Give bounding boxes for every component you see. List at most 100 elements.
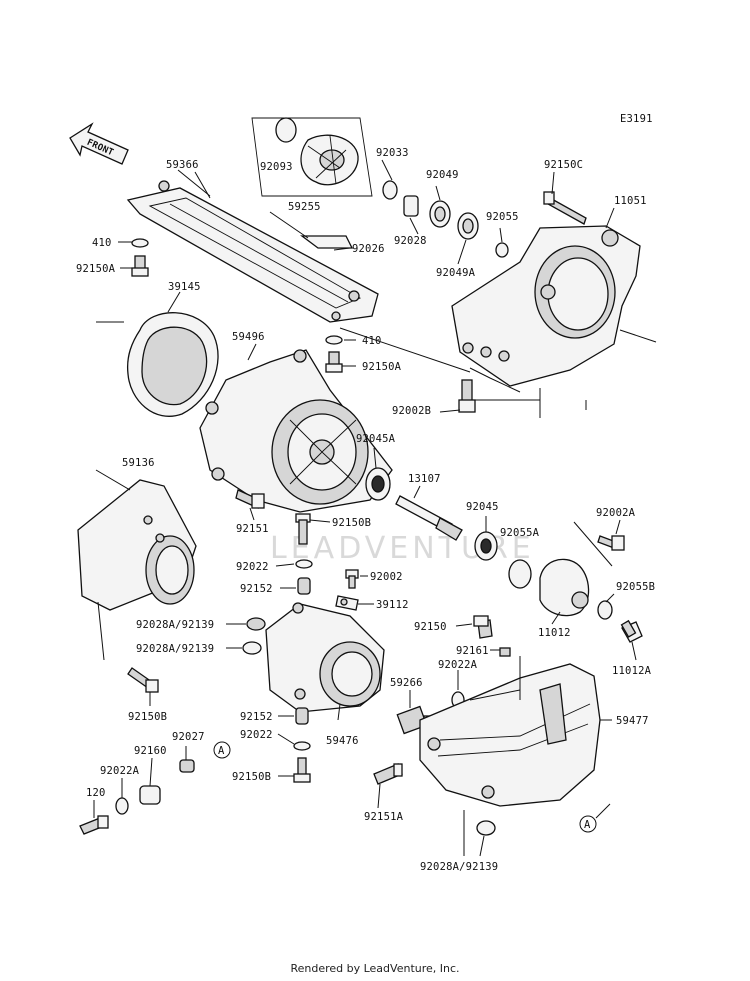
bolt-92002A bbox=[597, 535, 625, 551]
label-59255: 59255 bbox=[288, 201, 321, 213]
bushing-92027 bbox=[179, 759, 195, 773]
bolt-92150A-top bbox=[131, 255, 149, 277]
label-92160: 92160 bbox=[134, 745, 167, 757]
label-59136: 59136 bbox=[122, 457, 155, 469]
plug-11012A bbox=[620, 619, 643, 643]
label-92150B-left: 92150B bbox=[128, 711, 167, 723]
washer-92028A-bottom bbox=[476, 820, 496, 836]
label-92055: 92055 bbox=[486, 211, 519, 223]
label-92028A-92139-a: 92028A/92139 bbox=[136, 619, 214, 631]
label-92002: 92002 bbox=[370, 571, 403, 583]
o-ring-92055B bbox=[597, 600, 613, 620]
label-13107: 13107 bbox=[408, 473, 441, 485]
svg-text:A: A bbox=[584, 819, 591, 831]
bolt-92150B-upper bbox=[295, 513, 311, 545]
bearing-92045 bbox=[474, 531, 498, 561]
label-92055B: 92055B bbox=[616, 581, 655, 593]
callout-a-right: A bbox=[579, 815, 597, 833]
pump-cover-plate bbox=[126, 180, 379, 323]
label-120: 120 bbox=[86, 787, 106, 799]
pump-bracket-11051 bbox=[451, 225, 641, 387]
footer-credit: Rendered by LeadVenture, Inc. bbox=[290, 962, 460, 975]
label-92150A-top: 92150A bbox=[76, 263, 116, 275]
bolt-120 bbox=[79, 815, 109, 835]
o-ring-92055 bbox=[495, 242, 509, 258]
bearing-92045A bbox=[365, 467, 391, 501]
label-92022-upper: 92022 bbox=[236, 561, 269, 573]
label-11012A: 11012A bbox=[612, 665, 652, 677]
label-59477: 59477 bbox=[616, 715, 649, 727]
label-92028A-92139-b: 92028A/92139 bbox=[136, 643, 214, 655]
bolt-92150C bbox=[543, 191, 587, 225]
label-92049: 92049 bbox=[426, 169, 459, 181]
bolt-92151A bbox=[373, 763, 403, 785]
label-92033: 92033 bbox=[376, 147, 409, 159]
front-arrow-icon: FRONT bbox=[69, 122, 129, 165]
collar-92028 bbox=[403, 195, 419, 217]
part-labels: 59366 410 92150A 92093 59255 92026 92033… bbox=[76, 147, 655, 873]
label-92002A: 92002A bbox=[596, 507, 636, 519]
label-92093: 92093 bbox=[260, 161, 293, 173]
label-92151: 92151 bbox=[236, 523, 269, 535]
washer-410-mid bbox=[325, 335, 343, 345]
diagram-code: E3191 bbox=[620, 113, 653, 125]
cap-11012 bbox=[539, 558, 590, 617]
label-92027: 92027 bbox=[172, 731, 205, 743]
bolt-92161 bbox=[499, 647, 511, 657]
snap-ring-92033 bbox=[382, 180, 398, 200]
bolt-92002 bbox=[345, 569, 359, 589]
ring-39145 bbox=[126, 312, 219, 417]
washer-410-top bbox=[131, 238, 149, 248]
impeller-inset bbox=[251, 117, 373, 197]
label-92045: 92045 bbox=[466, 501, 499, 513]
label-59496: 59496 bbox=[232, 331, 265, 343]
bolt-92002B bbox=[458, 379, 476, 413]
bolt-92150A-mid bbox=[325, 351, 343, 373]
pump-case-59496 bbox=[199, 349, 393, 513]
leader-lines bbox=[93, 159, 637, 857]
clip-39112 bbox=[335, 595, 359, 611]
label-92028A-92139-c: 92028A/92139 bbox=[420, 861, 498, 873]
svg-text:A: A bbox=[218, 745, 225, 757]
bolt-92150B-lower bbox=[293, 757, 311, 783]
label-39112: 39112 bbox=[376, 599, 409, 611]
label-92002B: 92002B bbox=[392, 405, 431, 417]
label-92049A: 92049A bbox=[436, 267, 476, 279]
label-410-mid: 410 bbox=[362, 335, 382, 347]
washer-92022A-low bbox=[115, 797, 129, 815]
label-92022-lower: 92022 bbox=[240, 729, 273, 741]
label-59476: 59476 bbox=[326, 735, 359, 747]
washer-92022-upper bbox=[295, 559, 313, 569]
shaft-13107 bbox=[395, 495, 463, 541]
label-92150: 92150 bbox=[414, 621, 447, 633]
label-92150A-mid: 92150A bbox=[362, 361, 402, 373]
label-39145: 39145 bbox=[168, 281, 201, 293]
label-92152-lower: 92152 bbox=[240, 711, 273, 723]
label-92152-upper: 92152 bbox=[240, 583, 273, 595]
o-ring-92055A bbox=[508, 559, 532, 589]
label-92150B-upper: 92150B bbox=[332, 517, 371, 529]
label-92028: 92028 bbox=[394, 235, 427, 247]
callout-a-left: A bbox=[213, 741, 231, 759]
bolt-92150B-left bbox=[127, 667, 159, 693]
label-11012: 11012 bbox=[538, 627, 571, 639]
nozzle-59136 bbox=[77, 479, 197, 611]
label-92161: 92161 bbox=[456, 645, 489, 657]
steering-nozzle-59476 bbox=[265, 602, 385, 713]
bolt-92150 bbox=[473, 615, 493, 639]
seal-92049A bbox=[457, 212, 479, 240]
label-92045A: 92045A bbox=[356, 433, 396, 445]
washer-92022-lower bbox=[293, 741, 311, 751]
bearing-92049 bbox=[429, 200, 451, 228]
wedge-part bbox=[300, 235, 354, 249]
label-92022A-mid: 92022A bbox=[438, 659, 478, 671]
washer-92028A-lower bbox=[242, 641, 262, 655]
bushing-92152-upper bbox=[297, 577, 311, 595]
label-92150B-lower: 92150B bbox=[232, 771, 271, 783]
label-92151A: 92151A bbox=[364, 811, 404, 823]
label-92055A: 92055A bbox=[500, 527, 540, 539]
bushing-92152-lower bbox=[295, 707, 309, 725]
label-59266: 59266 bbox=[390, 677, 423, 689]
label-11051: 11051 bbox=[614, 195, 647, 207]
